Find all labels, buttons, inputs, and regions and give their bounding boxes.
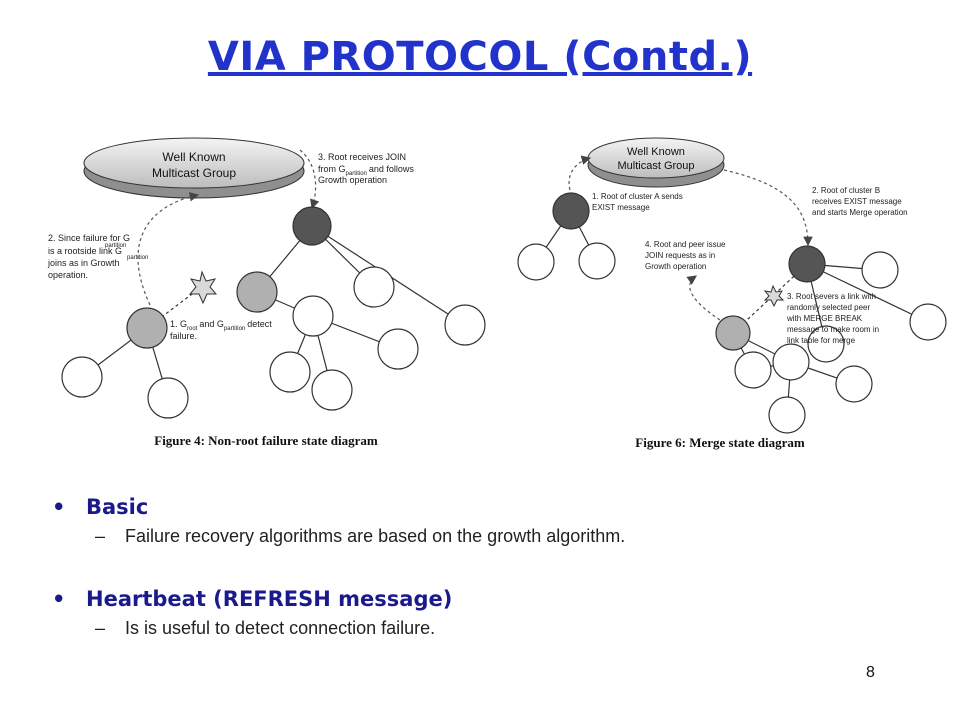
figure4-caption: Figure 4: Non-root failure state diagram — [154, 433, 378, 448]
multicast-group-disc: Well Known Multicast Group — [83, 137, 305, 199]
sub-bullet-dash: – — [95, 525, 106, 546]
svg-text:Growth operation: Growth operation — [318, 175, 387, 185]
cluster-b-root-node — [788, 245, 826, 283]
svg-text:3. Root severs a link with: 3. Root severs a link with — [787, 292, 876, 301]
svg-text:is a rootside link G: is a rootside link G — [48, 246, 122, 256]
sub-bullet-text: Failure recovery algorithms are based on… — [125, 525, 626, 546]
sub-bullet-dash: – — [95, 617, 106, 638]
svg-text:EXIST message: EXIST message — [592, 203, 650, 212]
svg-text:with MERGE BREAK: with MERGE BREAK — [786, 314, 863, 323]
tree-nodes-2 — [517, 192, 947, 434]
break-star-icon — [763, 284, 785, 308]
svg-text:4. Root and peer issue: 4. Root and peer issue — [645, 240, 726, 249]
join-request-arrow — [686, 275, 721, 321]
svg-text:failure.: failure. — [170, 331, 197, 341]
svg-text:operation.: operation. — [48, 270, 88, 280]
svg-text:1. Root of cluster A sends: 1. Root of cluster A sends — [592, 192, 683, 201]
figure6-caption: Figure 6: Merge state diagram — [635, 435, 805, 450]
figure-6: Well Known Multicast Group — [517, 137, 947, 450]
bullet-list: • Basic – Failure recovery algorithms ar… — [52, 492, 932, 642]
svg-text:link table for merge: link table for merge — [787, 336, 856, 345]
peer-node — [715, 315, 751, 351]
root-node — [292, 206, 332, 246]
svg-text:receives EXIST message: receives EXIST message — [812, 197, 902, 206]
svg-text:and starts Merge operation: and starts Merge operation — [812, 208, 908, 217]
cluster-a-root-node — [552, 192, 590, 230]
group-label-line1: Well Known — [162, 150, 225, 164]
bullet-dot: • — [52, 587, 66, 611]
sub-bullet-basic: – Failure recovery algorithms are based … — [95, 522, 932, 550]
svg-text:3. Root receives JOIN: 3. Root receives JOIN — [318, 152, 406, 162]
page-number: 8 — [866, 664, 875, 681]
bullet-basic: • Basic — [52, 492, 932, 522]
group2-label-line2: Multicast Group — [617, 160, 694, 172]
svg-text:2. Root of cluster B: 2. Root of cluster B — [812, 186, 880, 195]
bullet-dot: • — [52, 495, 66, 519]
multicast-group-disc-2: Well Known Multicast Group — [587, 137, 725, 188]
root-partition-node — [236, 271, 278, 313]
exist-arrow — [568, 155, 592, 191]
group2-label-line1: Well Known — [627, 146, 685, 158]
svg-text:partition: partition — [127, 255, 148, 261]
sub-bullet-text: Is is useful to detect connection failur… — [125, 617, 436, 638]
growth-arrow — [299, 149, 320, 210]
group-label-line2: Multicast Group — [152, 166, 236, 180]
svg-text:2. Since failure for G: 2. Since failure for G — [48, 233, 130, 243]
bullet-heartbeat: • Heartbeat (REFRESH message) — [52, 584, 932, 614]
sub-bullet-heartbeat: – Is is useful to detect connection fail… — [95, 614, 932, 642]
join-arrow — [137, 192, 200, 306]
svg-text:Growth operation: Growth operation — [645, 262, 706, 271]
partition-node — [126, 307, 168, 349]
failure-star-icon — [188, 270, 218, 305]
figure-4: Well Known Multicast Group — [47, 137, 486, 448]
tree-nodes — [61, 206, 486, 419]
figure6-annotations: 1. Root of cluster A sends EXIST message… — [592, 186, 908, 345]
svg-text:JOIN requests as in: JOIN requests as in — [645, 251, 715, 260]
svg-text:message to make room in: message to make room in — [787, 325, 879, 334]
svg-text:randomly selected peer: randomly selected peer — [787, 303, 870, 312]
slide-title: VIA PROTOCOL (Contd.) — [207, 34, 753, 80]
bullet-heading: Basic — [86, 495, 149, 519]
svg-text:joins as in Growth: joins as in Growth — [47, 258, 120, 268]
svg-text:partition: partition — [105, 243, 126, 249]
bullet-heading: Heartbeat (REFRESH message) — [86, 587, 453, 611]
merge-arrow — [723, 169, 813, 247]
